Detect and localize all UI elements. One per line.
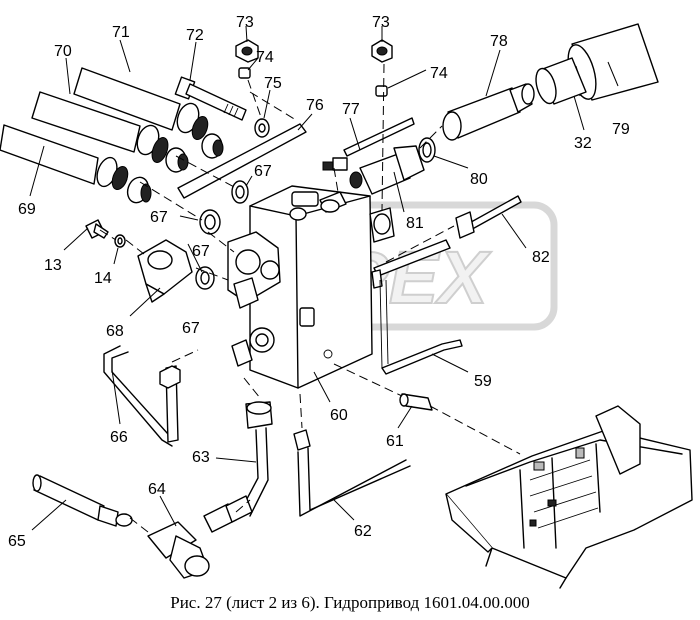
callout-78: 78	[490, 33, 508, 50]
callout-74-left: 74	[256, 49, 274, 66]
part-77-rod	[322, 117, 415, 171]
callout-82: 82	[532, 249, 550, 266]
callout-80: 80	[470, 171, 488, 188]
part-73-nut-left	[235, 39, 259, 63]
callout-66: 66	[110, 429, 128, 446]
machine-frame	[445, 405, 693, 589]
callout-69: 69	[18, 201, 36, 218]
part-74-fitting-left	[238, 67, 251, 79]
part-59-line	[379, 279, 463, 375]
callout-32: 32	[574, 135, 592, 152]
part-67-o-rings	[195, 180, 249, 290]
callout-76: 76	[306, 97, 324, 114]
callout-67-bottom: 67	[182, 320, 200, 337]
callout-67-left: 67	[150, 209, 168, 226]
part-78-connector	[442, 83, 535, 141]
callout-59: 59	[474, 373, 492, 390]
part-32-sleeve	[535, 57, 587, 105]
part-14-washer	[114, 234, 126, 248]
part-75-washer	[254, 118, 270, 138]
part-79-tube	[567, 23, 659, 101]
part-73-nut-right	[371, 39, 393, 63]
part-80-o-ring	[418, 137, 436, 163]
callout-14: 14	[94, 270, 112, 287]
part-70-hose	[31, 91, 189, 173]
part-13-bolt	[85, 219, 109, 239]
figure-caption: Рис. 27 (лист 2 из 6). Гидропривод 1601.…	[170, 593, 530, 612]
part-72-bolt	[174, 76, 247, 121]
part-81-adapter	[349, 145, 425, 195]
callout-75: 75	[264, 75, 282, 92]
part-65-hose	[32, 474, 133, 527]
callout-72: 72	[186, 27, 204, 44]
callout-67-top: 67	[254, 163, 272, 180]
part-71-hose	[73, 67, 224, 159]
callout-63: 63	[192, 449, 210, 466]
callout-73-right: 73	[372, 14, 390, 31]
callout-68: 68	[106, 323, 124, 340]
callout-65: 65	[8, 533, 26, 550]
part-62-pipe	[293, 429, 411, 517]
part-66-tube	[103, 345, 181, 447]
callout-13: 13	[44, 257, 62, 274]
callout-73-left: 73	[236, 14, 254, 31]
callout-67-mid: 67	[192, 243, 210, 260]
part-82-pipe	[371, 195, 522, 289]
callout-62: 62	[354, 523, 372, 540]
part-63-pipe	[239, 401, 273, 517]
part-68-flange-elbow	[137, 239, 193, 303]
callout-74-right: 74	[430, 65, 448, 82]
callout-77: 77	[342, 101, 360, 118]
part-60-valve-block	[227, 185, 395, 389]
callout-81: 81	[406, 215, 424, 232]
assembly-dashed-lines	[99, 63, 521, 533]
callout-71: 71	[112, 24, 130, 41]
part-76-bar	[177, 123, 307, 199]
callout-60: 60	[330, 407, 348, 424]
callout-61: 61	[386, 433, 404, 450]
part-74-fitting-right	[375, 85, 388, 97]
callout-64: 64	[148, 481, 166, 498]
part-64-fitting	[147, 495, 253, 579]
leader-lines	[29, 25, 619, 531]
callout-79: 79	[612, 121, 630, 138]
part-61-pin	[399, 393, 433, 411]
callout-labels: 73 73 71 72 74 74 78 70 75 76 77 32 79 8…	[8, 14, 630, 550]
callout-70: 70	[54, 43, 72, 60]
